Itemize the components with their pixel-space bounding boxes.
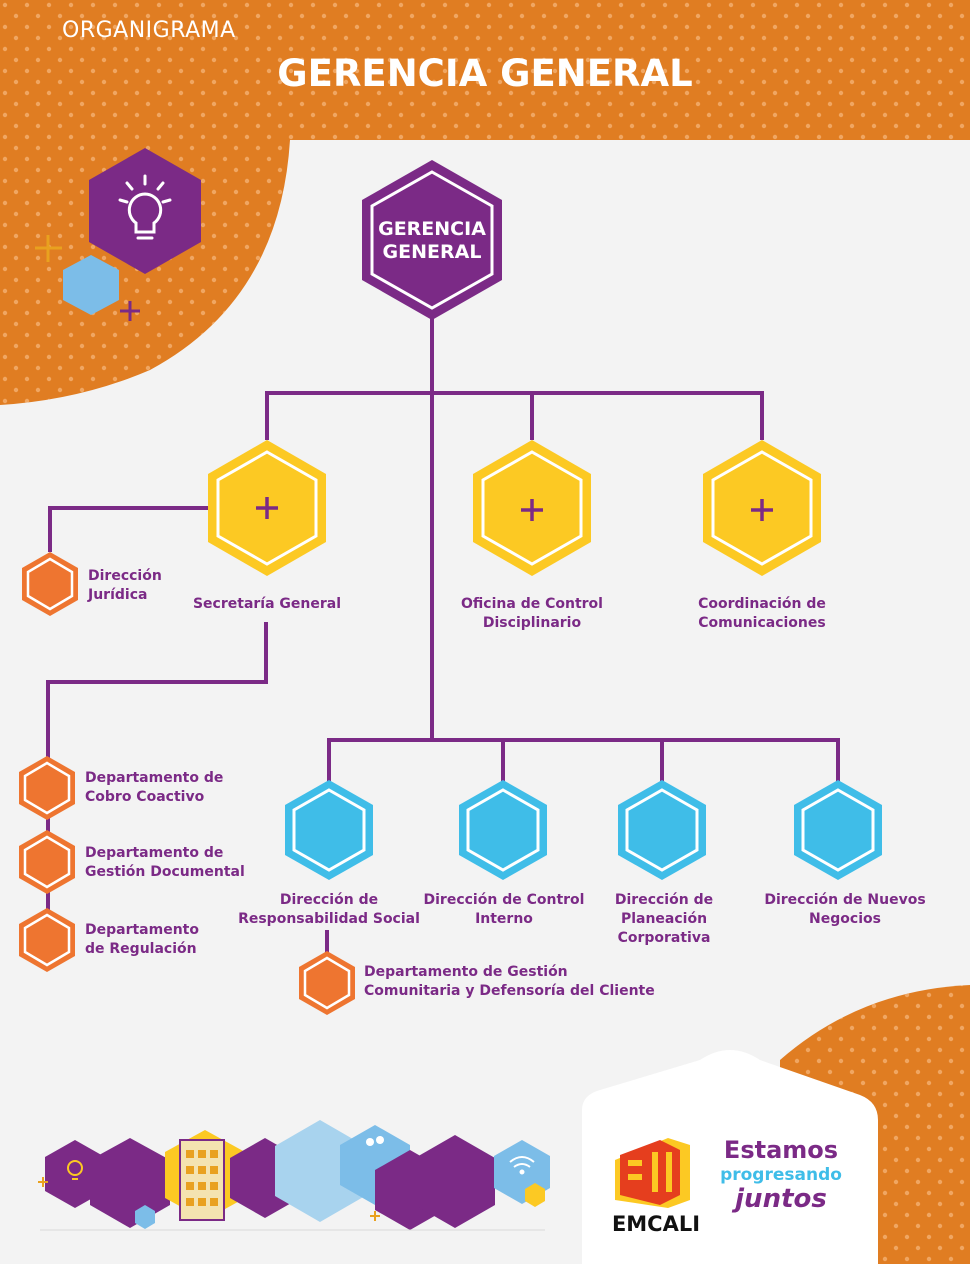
label-direccion-juridica: Dirección Jurídica: [88, 568, 162, 603]
plus-deco-icon: [35, 235, 62, 262]
label-responsabilidad-social: Dirección de Responsabilidad Social: [238, 892, 420, 927]
lightbulb-badge: [35, 148, 201, 321]
connector-lines: [46, 318, 840, 955]
label-regulacion: Departamento de Regulación: [85, 922, 199, 957]
root-node-label: GERENCIA GENERAL: [378, 218, 486, 263]
label-nuevos-negocios: Dirección de Nuevos Negocios: [764, 892, 926, 927]
level1-nodes: [208, 440, 821, 576]
label-gestion-comunitaria: Departamento de Gestión Comunitaria y De…: [364, 964, 655, 999]
slogan-line-3: juntos: [735, 1184, 827, 1214]
node-direccion-juridica: [22, 552, 78, 616]
water-drops-icon: [366, 1136, 384, 1146]
label-gestion-documental: Departamento de Gestión Documental: [85, 845, 245, 880]
level2-nodes: [285, 780, 882, 880]
node-secretaria-general: [208, 440, 326, 576]
node-cobro-coactivo: [19, 756, 75, 820]
slogan-line-1: Estamos: [723, 1136, 839, 1164]
node-control-interno: [459, 780, 547, 880]
city-illustration: [38, 1120, 550, 1231]
label-oficina-control-disciplinario: Oficina de Control Disciplinario: [461, 596, 603, 631]
emcali-logo-mark: [615, 1138, 690, 1208]
plus-icon: [751, 499, 773, 521]
header-band: [0, 0, 970, 405]
label-control-interno: Dirección de Control Interno: [423, 892, 585, 927]
label-coordinacion-comunicaciones: Coordinación de Comunicaciones: [698, 596, 826, 631]
node-nuevos-negocios: [794, 780, 882, 880]
brand-name: EMCALI: [611, 1212, 701, 1236]
label-secretaria-general: Secretaría General: [192, 596, 342, 612]
header-overline: ORGANIGRAMA: [62, 18, 236, 43]
plus-icon: [521, 499, 543, 521]
node-regulacion: [19, 908, 75, 972]
lightbulb-small-icon: [67, 1160, 83, 1180]
wifi-icon: [509, 1156, 535, 1175]
plus-icon: [256, 497, 278, 519]
label-cobro-coactivo: Departamento de Cobro Coactivo: [85, 770, 224, 805]
brand-card: [582, 1050, 878, 1264]
node-planeacion-corporativa: [618, 780, 706, 880]
root-node-gerencia-general: [362, 160, 502, 320]
node-responsabilidad-social: [285, 780, 373, 880]
node-gestion-comunitaria: [299, 951, 355, 1015]
lightbulb-icon: [118, 174, 172, 240]
node-oficina-control-disciplinario: [473, 440, 591, 576]
plus-deco-icon: [120, 301, 140, 321]
node-gestion-documental: [19, 830, 75, 894]
slogan-line-2: progresando: [720, 1165, 842, 1185]
header-title: GERENCIA GENERAL: [277, 52, 693, 95]
node-coordinacion-comunicaciones: [703, 440, 821, 576]
orange-nodes: [19, 552, 355, 1015]
label-planeacion-corporativa: Dirección de Planeación Corporativa: [614, 892, 714, 946]
